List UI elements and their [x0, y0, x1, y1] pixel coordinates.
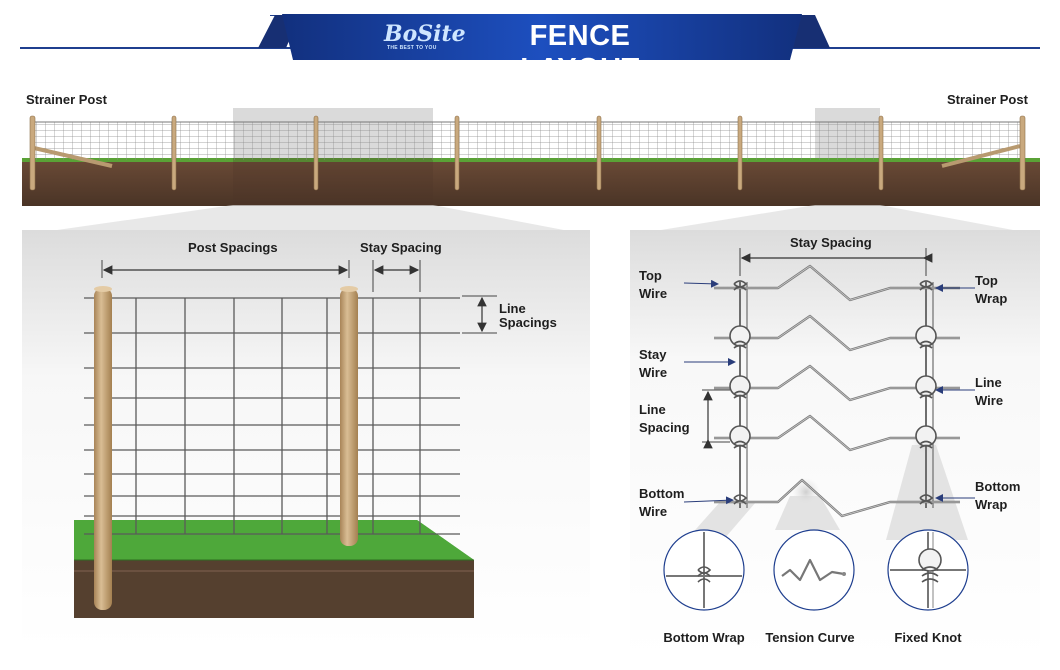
left-panel — [22, 230, 590, 650]
strainer-post-label-right: Strainer Post — [947, 92, 1028, 107]
bottom-wire-label-1: Bottom — [639, 486, 685, 501]
overview-mesh — [32, 122, 1022, 160]
line-spacings-label-2: Spacings — [499, 315, 557, 330]
bottom-wrap-label-2: Wrap — [975, 497, 1008, 512]
overview-soil — [22, 160, 1040, 206]
overview-fence — [22, 108, 1040, 206]
top-wrap-label-1: Top — [975, 273, 998, 288]
detail-tension-curve-icon — [773, 529, 855, 611]
bottom-wrap-label-1: Bottom — [975, 479, 1021, 494]
stay-wire-label-2: Wire — [639, 365, 668, 380]
detail-caption-bottom-wrap: Bottom Wrap — [663, 630, 745, 645]
stay-spacing-label-left: Stay Spacing — [360, 240, 442, 255]
line-wire-label-2: Wire — [975, 393, 1004, 408]
detail-fixed-knot-icon — [887, 529, 969, 611]
fixed-knots — [729, 325, 937, 447]
page-title: FENCE LAYOUT — [520, 20, 640, 85]
bottom-wire-label-2: Wire — [639, 504, 668, 519]
post-spacings-label: Post Spacings — [188, 240, 278, 255]
detail-caption-tension-curve: Tension Curve — [765, 630, 855, 645]
line-spacing-label-1: Line — [639, 402, 666, 417]
line-spacing-label-2: Spacing — [639, 420, 690, 435]
overview-posts — [29, 115, 1026, 191]
detail-bottom-wrap-icon — [663, 529, 745, 611]
top-wire-label-1: Top — [639, 268, 662, 283]
brace-right — [941, 144, 1021, 168]
brand-logo: BoSite — [384, 21, 466, 47]
brace-left — [33, 146, 113, 168]
stay-wire-label-1: Stay — [639, 347, 667, 362]
detail-caption-fixed-knot: Fixed Knot — [894, 630, 962, 645]
top-wrap-label-2: Wrap — [975, 291, 1008, 306]
strainer-post-label-left: Strainer Post — [26, 92, 107, 107]
top-wire-label-2: Wire — [639, 286, 668, 301]
right-panel — [630, 230, 1040, 660]
line-wire-label-1: Line — [975, 375, 1002, 390]
line-post-right — [340, 288, 358, 546]
line-spacings-label-1: Line — [499, 301, 526, 316]
zoom-beams — [22, 205, 1040, 235]
fence-mesh — [84, 297, 460, 535]
stay-spacing-label-right: Stay Spacing — [790, 235, 872, 250]
line-post-left — [94, 288, 112, 610]
brand-tagline: THE BEST TO YOU — [387, 45, 437, 51]
header-banner — [20, 14, 1040, 60]
banner-shape — [282, 14, 802, 60]
